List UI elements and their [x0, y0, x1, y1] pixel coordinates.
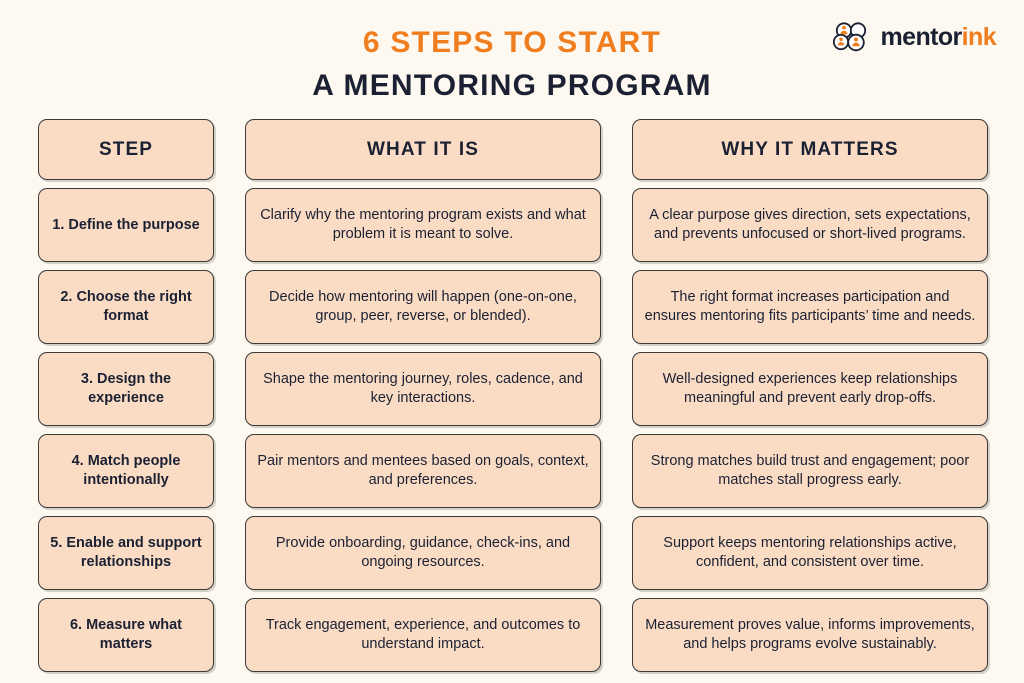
column-header-what-it-is: WHAT IT IS: [245, 119, 601, 180]
table-row: 3. Design the experience Shape the mento…: [38, 352, 988, 426]
table-header-row: STEP WHAT IT IS WHY IT MATTERS: [38, 119, 988, 180]
steps-table: STEP WHAT IT IS WHY IT MATTERS 1. Define…: [38, 119, 988, 672]
why-cell: A clear purpose gives direction, sets ex…: [632, 188, 988, 262]
page-header: 6 Steps to Start A Mentoring Program: [0, 0, 1024, 108]
column-header-step: STEP: [38, 119, 214, 180]
what-cell: Pair mentors and mentees based on goals,…: [245, 434, 601, 508]
what-cell: Track engagement, experience, and outcom…: [245, 598, 601, 672]
table-row: 2. Choose the right format Decide how me…: [38, 270, 988, 344]
step-cell: 4. Match people intentionally: [38, 434, 214, 508]
what-cell: Shape the mentoring journey, roles, cade…: [245, 352, 601, 426]
column-header-why-it-matters: WHY IT MATTERS: [632, 119, 988, 180]
step-cell: 1. Define the purpose: [38, 188, 214, 262]
table-row: 6. Measure what matters Track engagement…: [38, 598, 988, 672]
why-cell: Strong matches build trust and engagemen…: [632, 434, 988, 508]
table-row: 1. Define the purpose Clarify why the me…: [38, 188, 988, 262]
step-cell: 5. Enable and support relationships: [38, 516, 214, 590]
what-cell: Clarify why the mentoring program exists…: [245, 188, 601, 262]
title-line-secondary: A Mentoring Program: [312, 69, 712, 102]
title-line-primary: 6 Steps to Start: [362, 26, 662, 59]
people-cluster-icon: [832, 22, 866, 52]
brand-name-accent: ink: [961, 23, 997, 51]
brand-logo-text: mentorink: [880, 22, 997, 52]
what-cell: Decide how mentoring will happen (one-on…: [245, 270, 601, 344]
step-cell: 6. Measure what matters: [38, 598, 214, 672]
brand-logo: mentorink: [832, 22, 997, 52]
why-cell: Well-designed experiences keep relations…: [632, 352, 988, 426]
what-cell: Provide onboarding, guidance, check-ins,…: [245, 516, 601, 590]
table-row: 4. Match people intentionally Pair mento…: [38, 434, 988, 508]
step-cell: 3. Design the experience: [38, 352, 214, 426]
page-title: 6 Steps to Start A Mentoring Program: [0, 24, 1024, 106]
why-cell: Measurement proves value, informs improv…: [632, 598, 988, 672]
why-cell: The right format increases participation…: [632, 270, 988, 344]
brand-name-dark: mentor: [880, 23, 963, 51]
table-row: 5. Enable and support relationships Prov…: [38, 516, 988, 590]
why-cell: Support keeps mentoring relationships ac…: [632, 516, 988, 590]
step-cell: 2. Choose the right format: [38, 270, 214, 344]
